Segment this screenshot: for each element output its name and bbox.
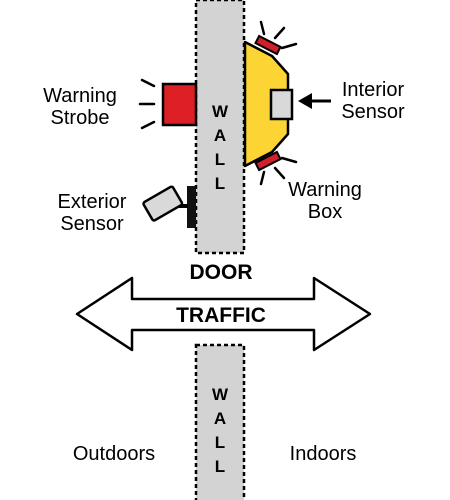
wall-letter: W	[212, 102, 229, 121]
warning-box	[243, 20, 298, 186]
lower-wall: W A L L	[194, 343, 246, 500]
exterior-sensor	[142, 185, 196, 228]
wall-letter: L	[215, 433, 225, 452]
wall-letter: L	[215, 174, 225, 193]
strobe-light-rays	[138, 78, 156, 130]
traffic-double-arrow	[75, 276, 372, 352]
warning-box-label-line2: Box	[308, 201, 342, 223]
warning-box-label-line1: Warning	[288, 179, 362, 201]
wall-letter: A	[214, 126, 226, 145]
warning-strobe-label-line1: Warning	[43, 85, 117, 107]
box-light-rays	[259, 20, 298, 186]
wall-letter: L	[215, 457, 225, 476]
box-light-top	[254, 34, 282, 56]
wall-letter: L	[215, 150, 225, 169]
warning-strobe	[138, 78, 198, 130]
indoors-label: Indoors	[290, 443, 357, 465]
interior-sensor	[269, 88, 331, 121]
traffic-label: TRAFFIC	[176, 304, 266, 327]
door-label: DOOR	[190, 261, 253, 284]
sensor-mount	[187, 186, 196, 228]
arrow-left-icon	[298, 93, 331, 109]
interior-sensor-label-line1: Interior	[342, 79, 405, 101]
wall-letter: A	[214, 409, 226, 428]
warning-strobe-label-line2: Strobe	[51, 107, 110, 129]
wall-letter: W	[212, 385, 229, 404]
box-light-bottom	[254, 150, 282, 172]
upper-wall: W A L L	[194, 0, 246, 255]
exterior-sensor-label-line1: Exterior	[58, 191, 127, 213]
outdoors-label: Outdoors	[73, 443, 155, 465]
interior-sensor-label-line2: Sensor	[341, 101, 405, 123]
exterior-sensor-label-line2: Sensor	[60, 213, 124, 235]
